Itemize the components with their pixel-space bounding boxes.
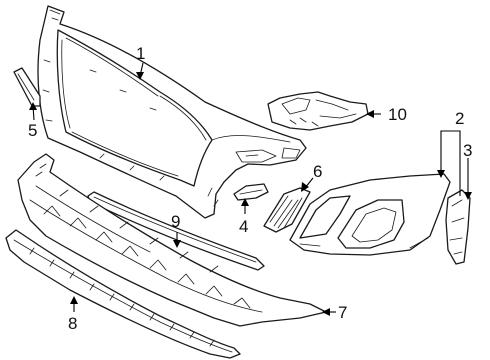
part-10-bracket <box>267 91 369 131</box>
part-8-lower-valance <box>5 229 241 359</box>
callout-3: 3 <box>463 141 473 160</box>
part-2-lamp-bezel <box>289 173 451 256</box>
callout-10: 10 <box>388 105 407 124</box>
callout-5: 5 <box>28 121 38 140</box>
part-7-lower-support <box>17 153 327 327</box>
leader-lines <box>29 62 472 316</box>
part-6-grille-insert <box>263 187 311 233</box>
part-5-trim-piece <box>13 67 41 107</box>
part-9-molding-strip <box>87 191 265 271</box>
callout-6: 6 <box>313 162 323 181</box>
part-3-side-bracket <box>445 189 471 265</box>
callout-2: 2 <box>455 109 465 128</box>
callout-9: 9 <box>171 212 181 231</box>
callout-7: 7 <box>338 303 348 322</box>
part-4-bracket <box>233 183 269 201</box>
callout-8: 8 <box>68 314 78 333</box>
part-1-bumper-cover <box>37 5 307 219</box>
callout-4: 4 <box>239 217 249 236</box>
callout-1: 1 <box>136 44 146 63</box>
